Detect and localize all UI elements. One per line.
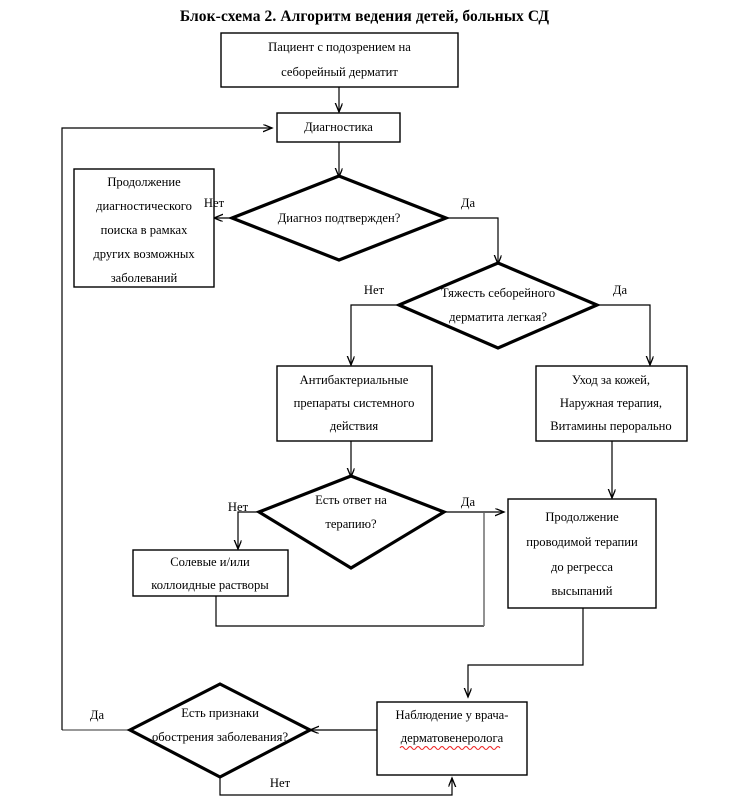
node-relapse-line-0: Есть признаки — [181, 706, 259, 720]
node-other-search-line-0: Продолжение — [107, 175, 181, 189]
node-decision-relapse[interactable]: Есть признаки обострения заболевания? — [126, 682, 314, 779]
node-observation[interactable]: Наблюдение у врача- дерматовенеролога — [376, 701, 528, 776]
node-diagnostics[interactable]: Диагностика — [276, 112, 401, 143]
edge-label-severity-no: Нет — [364, 283, 385, 297]
connector-relapse-yes-to-diagnostics — [61, 128, 272, 730]
node-decision-severity[interactable]: Тяжесть себорейного дерматита легкая? — [394, 261, 602, 350]
node-decision-response[interactable]: Есть ответ на терапию? — [255, 474, 448, 570]
node-observation-line-0: Наблюдение у врача- — [396, 708, 509, 722]
node-skincare-line-2: Витамины перорально — [550, 419, 671, 433]
node-diagnostics-line-0: Диагностика — [304, 120, 373, 134]
connector-solutions-to-continue-path — [215, 596, 484, 627]
node-response-line-0: Есть ответ на — [315, 493, 387, 507]
connector-continue-to-observation — [468, 608, 584, 697]
node-solutions[interactable]: Солевые и/или коллоидные растворы — [132, 549, 289, 597]
node-decision-diagnosis-confirmed[interactable]: Диагноз подтвержден? — [227, 174, 451, 262]
node-other-search-line-2: поиска в рамках — [101, 223, 189, 237]
connector-confirmed-yes-to-severity — [446, 217, 498, 264]
edge-label-response-no: Нет — [228, 500, 249, 514]
edge-label-confirmed-no: Нет — [204, 196, 225, 210]
connector-response-no-to-solutions — [238, 511, 260, 549]
node-confirmed-line-0: Диагноз подтвержден? — [278, 211, 401, 225]
node-skin-care[interactable]: Уход за кожей, Наружная терапия, Витамин… — [535, 365, 688, 442]
node-other-search[interactable]: Продолжение диагностического поиска в ра… — [73, 168, 215, 288]
node-start-line-0: Пациент с подозрением на — [268, 40, 411, 54]
node-antibacterial-line-0: Антибактериальные — [300, 373, 409, 387]
spellcheck-underline-icon — [399, 745, 501, 751]
node-skincare-line-1: Наружная терапия, — [560, 396, 662, 410]
node-antibacterial-line-2: действия — [330, 419, 379, 433]
edge-label-severity-yes: Да — [613, 283, 628, 297]
node-other-search-line-4: заболеваний — [111, 271, 178, 285]
node-relapse-line-1: обострения заболевания? — [152, 730, 288, 744]
node-other-search-line-1: диагностического — [96, 199, 192, 213]
edge-label-relapse-yes: Да — [90, 708, 105, 722]
edge-label-response-yes: Да — [461, 495, 476, 509]
edge-label-confirmed-yes: Да — [461, 196, 476, 210]
node-solutions-line-0: Солевые и/или — [170, 555, 250, 569]
node-response-line-1: терапию? — [325, 517, 377, 531]
node-solutions-line-1: коллоидные растворы — [151, 578, 269, 592]
node-continue-line-2: до регресса — [551, 560, 613, 574]
connector-relapse-no-to-observation — [219, 777, 452, 796]
node-continue-line-3: высыпаний — [551, 584, 612, 598]
node-observation-line-1: дерматовенеролога — [401, 731, 504, 745]
node-start-line-1: себорейный дерматит — [281, 65, 398, 79]
node-continue-therapy[interactable]: Продолжение проводимой терапии до регрес… — [507, 498, 657, 609]
connector-severity-yes-to-skincare — [596, 304, 650, 365]
node-continue-line-0: Продолжение — [545, 510, 619, 524]
node-start[interactable]: Пациент с подозрением на себорейный дерм… — [220, 32, 459, 88]
edge-label-relapse-no: Нет — [270, 776, 291, 790]
node-continue-line-1: проводимой терапии — [526, 535, 638, 549]
page-title: Блок-схема 2. Алгоритм ведения детей, бо… — [179, 8, 550, 25]
node-antibacterial-line-1: препараты системного — [294, 396, 415, 410]
node-other-search-line-3: других возможных — [93, 247, 195, 261]
connector-severity-no-to-antibacterial — [351, 304, 401, 365]
node-skincare-line-0: Уход за кожей, — [572, 373, 650, 387]
node-severity-line-0: Тяжесть себорейного — [441, 286, 555, 300]
node-antibacterial[interactable]: Антибактериальные препараты системного д… — [276, 365, 433, 442]
node-severity-line-1: дерматита легкая? — [449, 310, 547, 324]
